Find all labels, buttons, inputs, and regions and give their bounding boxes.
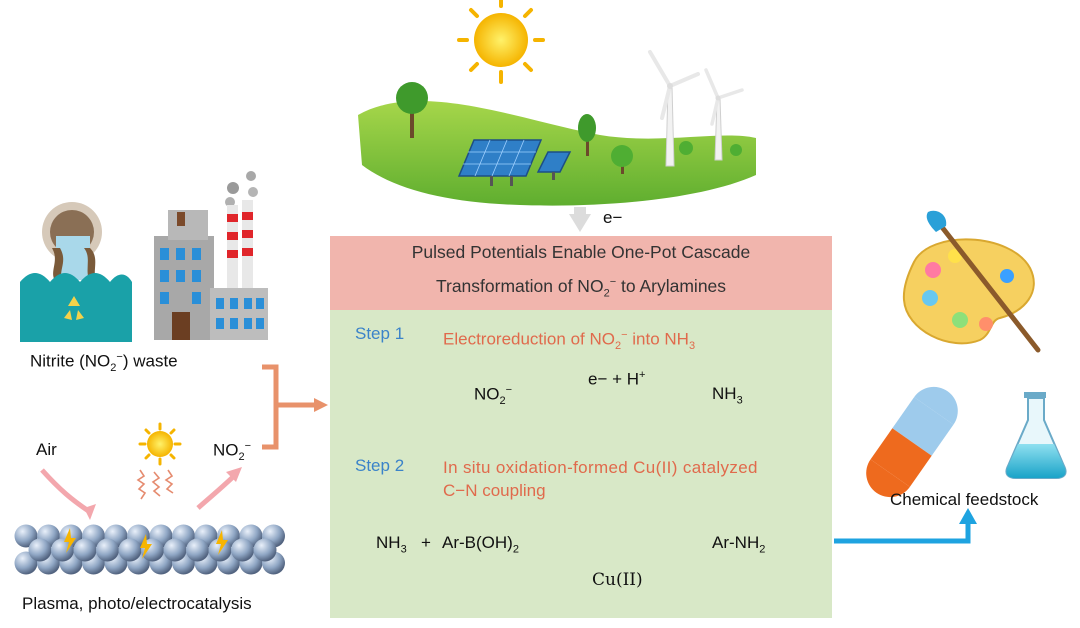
step1-text-mid: into NH xyxy=(627,329,689,349)
output-arrow-head xyxy=(959,508,977,524)
step1-label: Step 1 xyxy=(355,324,405,343)
step2-plus: + xyxy=(421,533,431,552)
solar-panel-icon xyxy=(457,139,572,186)
tree-icon xyxy=(578,114,596,156)
waste-label-post: ) waste xyxy=(122,351,178,371)
catalyst-sphere xyxy=(253,538,277,562)
title-banner: Pulsed Potentials Enable One-Pot Cascade… xyxy=(330,236,832,310)
step2-text-line-1: In situ oxidation-formed Cu(II) catalyze… xyxy=(443,458,758,477)
no2-release-arrow xyxy=(196,472,238,510)
catalyst-sphere xyxy=(163,538,187,562)
step1-reactant-sub: 2 xyxy=(499,395,506,408)
input-bracket xyxy=(262,364,318,450)
step1-reagent-text: e− + H xyxy=(588,369,640,389)
electron-arrow xyxy=(569,207,591,232)
electron-label: e− xyxy=(603,208,622,228)
no2-label-text: NO xyxy=(213,440,239,460)
air-label: Air xyxy=(36,440,57,459)
output-arrow xyxy=(834,522,971,544)
step1-reactant-text: NO xyxy=(474,384,500,404)
nitrite-waste-label: Nitrite (NO2−) waste xyxy=(30,351,178,374)
lightning-icon xyxy=(64,528,76,553)
title-line-1: Pulsed Potentials Enable One-Pot Cascade xyxy=(411,242,751,263)
paint-palette-icon xyxy=(902,210,1041,353)
catalyst-sphere xyxy=(186,538,209,562)
step1-text-sub: 2 xyxy=(614,340,622,353)
step2-catalyst: Cu(II) xyxy=(592,570,643,590)
catalysis-label: Plasma, photo/electrocatalysis xyxy=(22,594,252,613)
no2-label-sub: 2 xyxy=(238,451,245,464)
catalyst-sphere xyxy=(231,538,254,562)
step1-text-pre: Electroreduction of NO xyxy=(443,329,615,349)
catalyst-sphere xyxy=(14,524,38,548)
lightning-icon xyxy=(140,534,152,559)
catalyst-sphere xyxy=(118,538,142,562)
step1-reactant-sup: − xyxy=(505,384,513,396)
no2-label-sup: − xyxy=(244,440,252,452)
tree-icon xyxy=(611,145,633,174)
step2-reactant-ammonia: NH3 xyxy=(376,533,407,555)
renewable-landscape xyxy=(358,0,756,206)
step2-product-text: Ar-NH xyxy=(712,533,760,552)
process-panel xyxy=(330,310,832,618)
step2-product-sub: 2 xyxy=(759,543,766,556)
step2-label: Step 2 xyxy=(355,456,405,475)
air-arrow xyxy=(40,468,92,515)
waste-label-sub: 2 xyxy=(110,362,117,375)
step1-product-text: NH xyxy=(712,384,737,403)
light-ray-icon xyxy=(136,469,174,500)
air-arrow-head xyxy=(84,504,96,520)
flask-icon xyxy=(1005,392,1067,479)
no2-release-arrow-head xyxy=(226,467,242,482)
chemical-feedstock-label: Chemical feedstock xyxy=(890,490,1039,509)
title-line-2-sup: − xyxy=(609,276,617,289)
tree-icon xyxy=(396,82,428,138)
catalyst-sphere xyxy=(28,538,52,562)
catalyst-sphere xyxy=(96,538,119,562)
step2-reactant2-sub: 2 xyxy=(512,543,519,556)
title-line-2: Transformation of NO2− to Arylamines xyxy=(436,267,726,308)
no2-label: NO2− xyxy=(213,440,251,463)
step2-reactant1-text: NH xyxy=(376,533,401,552)
step2-reactant2-text: Ar-B(OH) xyxy=(442,533,513,552)
catalyst-sphere xyxy=(73,538,97,562)
electron-label-text: e− xyxy=(603,208,623,227)
title-line-2-pre: Transformation of NO xyxy=(435,276,604,297)
wind-turbine-icon xyxy=(648,50,700,167)
step1-text-sup: − xyxy=(621,329,628,341)
step2-reactant-boronic-acid: Ar-B(OH)2 xyxy=(442,533,519,555)
lightning-icon xyxy=(216,530,228,555)
wind-turbine-icon xyxy=(704,68,744,161)
step1-reagent: e− + H+ xyxy=(588,369,645,390)
step2-reactant1-sub: 3 xyxy=(400,543,407,556)
catalyst-surface xyxy=(14,524,285,575)
step1-reactant: NO2− xyxy=(474,384,512,407)
pill-icon xyxy=(866,386,958,498)
nitrite-waste-tank-icon xyxy=(20,202,132,342)
title-line-2-sub: 2 xyxy=(603,287,610,300)
catalyst-sphere xyxy=(51,538,74,562)
step1-description: Electroreduction of NO2− into NH3 xyxy=(443,324,695,358)
step1-text-sub2: 3 xyxy=(688,340,696,353)
tree-icon xyxy=(679,141,742,156)
step2-product: Ar-NH2 xyxy=(712,533,765,555)
input-bracket-arrow-head xyxy=(314,398,328,412)
small-sun-icon xyxy=(138,422,182,466)
sun-icon xyxy=(457,0,545,84)
step2-text-line-2: C−N coupling xyxy=(443,481,546,500)
waste-label-pre: Nitrite (NO xyxy=(30,351,111,371)
step1-product-sub: 3 xyxy=(736,394,743,407)
factory-icon xyxy=(154,171,268,340)
step1-reagent-sup: + xyxy=(639,369,646,381)
step2-description: In situ oxidation-formed Cu(II) catalyze… xyxy=(443,456,826,502)
step1-product: NH3 xyxy=(712,384,743,406)
waste-label-sup: − xyxy=(116,351,123,363)
title-line-2-post: to Arylamines xyxy=(616,276,727,297)
